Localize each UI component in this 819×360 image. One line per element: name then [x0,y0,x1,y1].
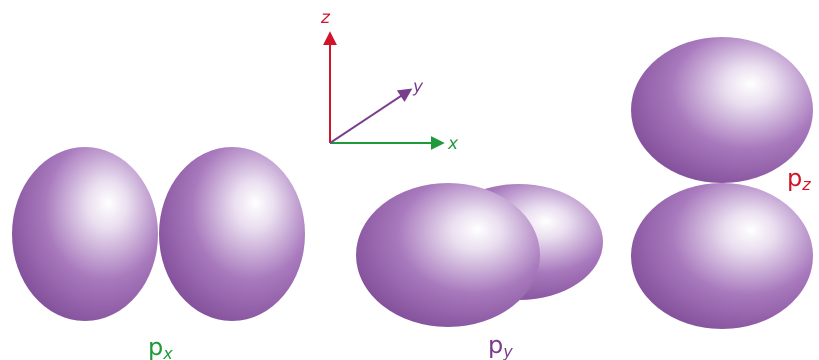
x-axis-label: x [447,134,459,154]
px-label-sub: x [162,344,173,360]
py-front-lobe [356,183,540,327]
py-orbital [356,183,603,327]
z-axis-label: z [320,8,331,28]
y-axis-label: y [412,77,424,97]
pz-label-sub: z [801,175,811,194]
py-label-main: p [488,331,503,359]
px-label: px [148,333,173,360]
px-label-main: p [148,333,163,360]
px-left-lobe [12,147,158,321]
y-axis [330,90,410,143]
pz-top-lobe [631,37,813,183]
pz-bottom-lobe [631,183,813,329]
py-label: py [488,331,513,360]
py-label-sub: y [502,342,513,360]
pz-orbital [631,37,813,329]
coordinate-axes: z x y [320,8,459,154]
px-orbital [12,147,305,321]
pz-label-main: p [787,164,802,192]
pz-label: pz [787,164,811,194]
px-right-lobe [159,147,305,321]
